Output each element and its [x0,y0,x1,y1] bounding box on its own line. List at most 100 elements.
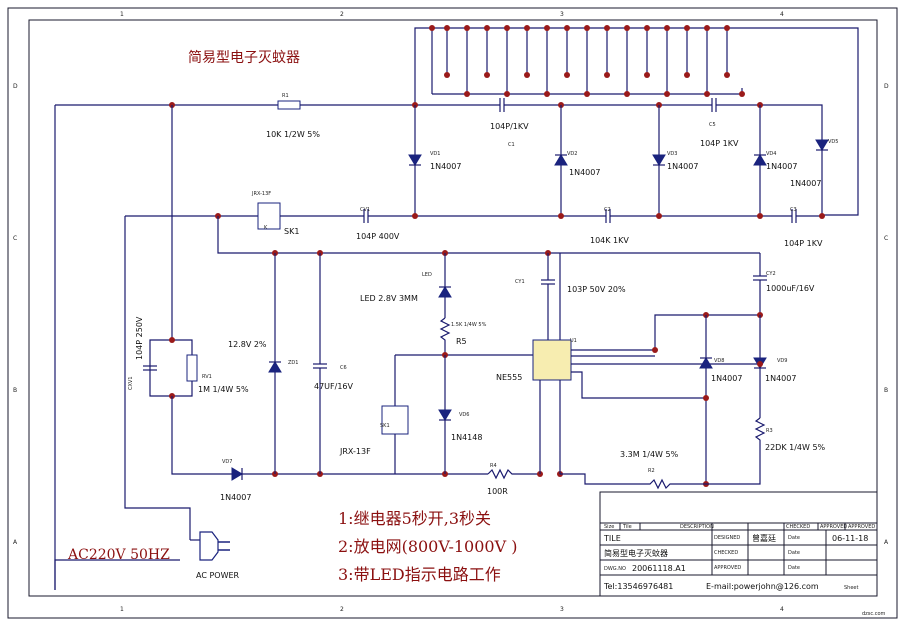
cy2-value: 1000uF/16V [766,284,815,293]
site-watermark: dzsc.com [862,611,886,617]
r5-resistor [439,317,451,355]
vd8-value: 1N4007 [711,374,742,383]
vd9-value: 1N4007 [765,374,796,383]
r2-resistor [560,473,706,490]
r4-resistor [487,468,540,480]
tb-tel: Tel:13546976481 [603,582,673,591]
ac-plug-icon [199,531,230,561]
c1-ref: C1 [508,142,515,148]
tb-checked-row: CHECKED [714,550,738,556]
grid-row-a-right: A [884,539,889,546]
zd1-zener [268,253,282,474]
outer-border [7,7,898,619]
relay-top [257,202,281,230]
vd6-value: 1N4148 [451,433,482,442]
vd6-diode [438,409,452,474]
vd8-diode [699,315,713,484]
sk1-value: JRX-13F [339,447,371,456]
cv1-ref: CV1 [360,207,370,213]
ac-power-label: AC POWER [196,571,240,580]
vd4-ref: VD4 [766,151,776,157]
tb-checked-h: CHECKED [786,524,810,530]
sk1-relay [381,405,409,435]
vd8-ref: VD8 [714,358,724,364]
vd4-diode [753,105,767,216]
cxv1-ref: CXV1 [128,376,134,390]
r5-ref: R5 [456,337,467,346]
cy1-capacitor [541,253,555,340]
r3-value: 22DK 1/4W 5% [765,443,826,452]
vd1-value: 1N4007 [430,162,461,171]
tb-sheet: Sheet [844,585,858,591]
u1-value: NE555 [496,373,522,382]
vd5-value: 1N4007 [790,179,821,188]
ne555-ic [532,339,572,381]
vd7-ref: VD7 [222,459,232,465]
tb-tile-label: TILE [603,534,621,543]
relay-top-k: K [264,225,268,231]
grid-row-d-right: D [884,83,889,90]
c2-ref: C2 [604,207,611,213]
r3-resistor [706,417,766,485]
c5-value: 104P 1KV [700,139,739,148]
tb-dwg-no: 20061118.A1 [632,564,686,573]
vd7-diode [231,467,243,481]
mesh-junctions [429,25,745,97]
note-line-1: 1:继电器5秒开,3秒关 [338,509,491,528]
c2-value: 104K 1KV [590,236,629,245]
grid-row-a: A [13,539,18,546]
tb-tile: Tile [622,524,632,530]
grid-col-2-bottom: 2 [340,606,344,613]
tb-designed-h: DESIGNED [714,535,740,541]
vd5-diode [815,139,829,216]
title-block [599,491,878,597]
grid-row-d: D [13,83,18,90]
tb-date2: Date [788,550,800,556]
grid-row-c-right: C [884,235,888,242]
vd5-ref: VD5 [828,139,838,145]
c6-ref: C6 [340,365,347,371]
vd4-value: 1N4007 [766,162,797,171]
relay-top-ref: JRX-13F [251,191,271,197]
r4-ref: R4 [490,463,497,469]
r4-value: 100R [487,487,508,496]
vd1-ref: VD1 [430,151,440,157]
tb-size: Size [604,524,614,530]
grid-row-b-right: B [884,387,888,394]
relay-top-label: SK1 [284,227,299,236]
tb-date-h: Date [788,535,800,541]
vd3-ref: VD3 [667,151,677,157]
vd2-value: 1N4007 [569,168,600,177]
led-value: LED 2.8V 3MM [360,294,418,303]
grid-row-b: B [13,387,17,394]
r1-resistor [277,100,301,110]
cy2-capacitor [753,253,767,315]
tb-approval-h: APPROVED [848,524,875,530]
tb-dwg-label: DWG.NO [604,566,626,572]
c6-value: 47UF/16V [314,382,354,391]
grid-col-1: 1 [120,11,124,18]
rv1-ref: RV1 [202,374,212,380]
cxv1-value: 104P 250V [135,316,144,360]
cy1-value: 103P 50V 20% [567,285,626,294]
tb-designer: 曾嘉廷 [752,533,776,543]
c3-value: 104P 1KV [784,239,823,248]
vd3-diode [652,105,666,216]
r2-value: 3.3M 1/4W 5% [620,450,679,459]
r3-ref: R3 [766,428,773,434]
note-line-2: 2:放电网(800V-1000V ) [338,537,517,556]
tb-email: E-mail:powerjohn@126.com [706,582,819,591]
r2-ref: R2 [648,468,655,474]
vd9-ref: VD9 [777,358,787,364]
grid-col-4: 4 [780,11,784,18]
grid-col-3-bottom: 3 [560,606,564,613]
vd3-value: 1N4007 [667,162,698,171]
cy2-ref: CY2 [766,271,776,277]
vd6-ref: VD6 [459,412,469,418]
c3-ref: C3 [790,207,797,213]
led-indicator [438,253,452,318]
led-ref: LED [422,272,432,278]
tb-approved-h: APPROVED [820,524,847,530]
